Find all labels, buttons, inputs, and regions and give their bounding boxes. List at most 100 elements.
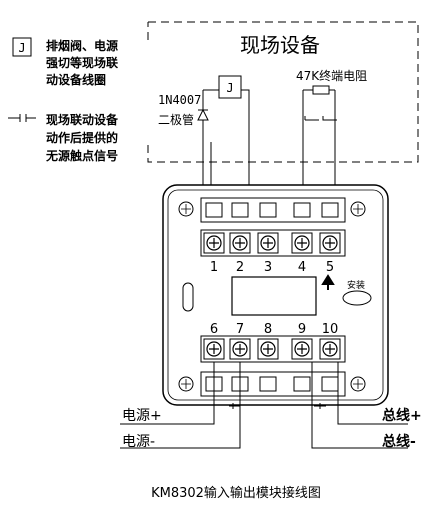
field-relay-symbol: J [226,81,233,95]
bottom-terminal-label-7: 7 [236,322,244,337]
field-relay-symbol-box [218,75,242,99]
top-terminal-clamp-4 [293,202,311,218]
power-plus-label: 电源+ [122,408,162,424]
top-terminal-screw-housing-3 [257,232,279,254]
diode-symbol [197,108,209,121]
top-terminal-screw-icon-3 [260,235,276,251]
bottom-terminal-screw-icon-8 [260,341,276,357]
legend-relay-line-3: 动设备线圈 [46,72,106,87]
legend-relay-line-1: 排烟阀、电源 [46,38,118,53]
legend-relay-symbol-box [12,37,32,57]
bottom-terminal-7: 7 [229,322,251,392]
diagram-caption: KM8302输入输出模块接线图 [151,485,321,501]
bottom-terminal-group: 6 7 8 9 10 [203,322,341,392]
bottom-terminal-screw-housing-9 [291,338,313,360]
bottom-terminal-screw-icon-6 [206,341,222,357]
top-terminal-group: 1 2 3 4 5 [203,202,341,275]
top-terminal-label-3: 3 [264,260,272,275]
bottom-terminal-screw-housing-8 [257,338,279,360]
top-terminal-clamp-1 [205,202,223,218]
top-terminal-strip [200,197,346,257]
bottom-terminal-label-10: 10 [322,322,339,337]
label-window [231,276,317,316]
top-terminal-clamp-5 [321,202,339,218]
legend-contact-line-3: 无源触点信号 [45,148,118,163]
bottom-terminal-label-8: 8 [264,322,272,337]
bus-power-wires [120,362,408,449]
install-label: 安装 [347,279,365,291]
bottom-terminal-strip [200,335,346,397]
mount-screw-bottom-right [350,376,366,392]
bottom-terminal-label-9: 9 [298,322,306,337]
bottom-terminal-clamp-9 [293,376,311,392]
bottom-terminal-screw-slot-10 [325,344,335,354]
install-arrow-icon [321,274,335,290]
bottom-terminal-screw-slot-9 [297,344,307,354]
field-contact-symbol [304,116,337,121]
module-outer-frame [162,184,389,406]
top-terminal-screw-housing-1 [203,232,225,254]
bottom-terminal-screw-slot-6 [209,344,219,354]
mount-screw-top-right [350,201,366,217]
top-terminal-clamp-3 [259,202,277,218]
mount-screw-top-left [178,201,194,217]
bus-minus-label: 总线- [382,433,416,450]
bottom-terminal-screw-icon-10 [322,341,338,357]
bus-plus-label: 总线+ [382,407,422,424]
top-terminal-screw-slot-2 [235,238,245,248]
top-terminal-screw-housing-5 [319,232,341,254]
bottom-terminal-8: 8 [257,322,279,392]
terminal-resistor-label: 47K终端电阻 [296,68,367,83]
top-terminal-screw-icon-1 [206,235,222,251]
top-terminal-clamp-2 [231,202,249,218]
top-terminal-screw-icon-5 [322,235,338,251]
field-box-outline [147,21,419,163]
diode-label-line-1: 1N4007 [158,93,201,107]
install-oval [342,290,372,306]
top-terminal-2: 2 [229,202,251,275]
legend: J 排烟阀、电源 强切等现场联 动设备线圈 现场联动设备 动作后提供的 无源触点… [8,37,119,163]
bottom-terminal-10: 10 [319,322,341,392]
bottom-terminal-screw-housing-6 [203,338,225,360]
top-terminal-label-4: 4 [298,260,306,275]
bottom-terminal-screw-icon-9 [294,341,310,357]
top-terminal-screw-slot-3 [263,238,273,248]
top-terminal-screw-housing-2 [229,232,251,254]
top-terminal-1: 1 [203,202,225,275]
top-terminal-screw-slot-5 [325,238,335,248]
bottom-terminal-screw-housing-7 [229,338,251,360]
top-terminal-label-2: 2 [236,260,244,275]
top-terminal-screw-housing-4 [291,232,313,254]
top-terminal-screw-slot-4 [297,238,307,248]
bottom-terminal-clamp-8 [259,376,277,392]
bottom-terminal-screw-slot-8 [263,344,273,354]
module-inner-frame [167,189,384,401]
top-terminal-3: 3 [257,202,279,275]
legend-relay-line-2: 强切等现场联 [46,55,118,70]
side-slot [182,282,194,312]
bottom-terminal-screw-slot-7 [235,344,245,354]
top-terminal-4: 4 [291,202,313,275]
top-terminal-5: 5 [319,202,341,275]
mount-screw-bottom-left [178,376,194,392]
module-body: 安装 [162,184,389,406]
legend-contact-line-1: 现场联动设备 [46,112,119,127]
power-minus-label: 电源- [122,434,155,450]
field-box-title: 现场设备 [240,33,320,57]
diode-label-line-2: 二极管 [158,112,194,127]
top-terminal-screw-icon-2 [232,235,248,251]
legend-contact-line-2: 动作后提供的 [46,130,118,145]
legend-relay-symbol: J [18,41,25,55]
top-terminal-screw-icon-4 [294,235,310,251]
top-terminal-label-5: 5 [326,260,334,275]
bottom-terminal-screw-housing-10 [319,338,341,360]
bottom-terminal-screw-icon-7 [232,341,248,357]
legend-contact-symbol [8,114,36,122]
field-equipment-box: 现场设备 J 1N4007 二极管 47K终端电阻 [147,21,419,163]
top-terminal-screw-slot-1 [209,238,219,248]
bottom-terminal-9: 9 [291,322,313,392]
terminal-resistor-symbol [312,85,330,95]
top-terminal-label-1: 1 [210,260,218,275]
bottom-terminal-label-6: 6 [210,322,218,337]
